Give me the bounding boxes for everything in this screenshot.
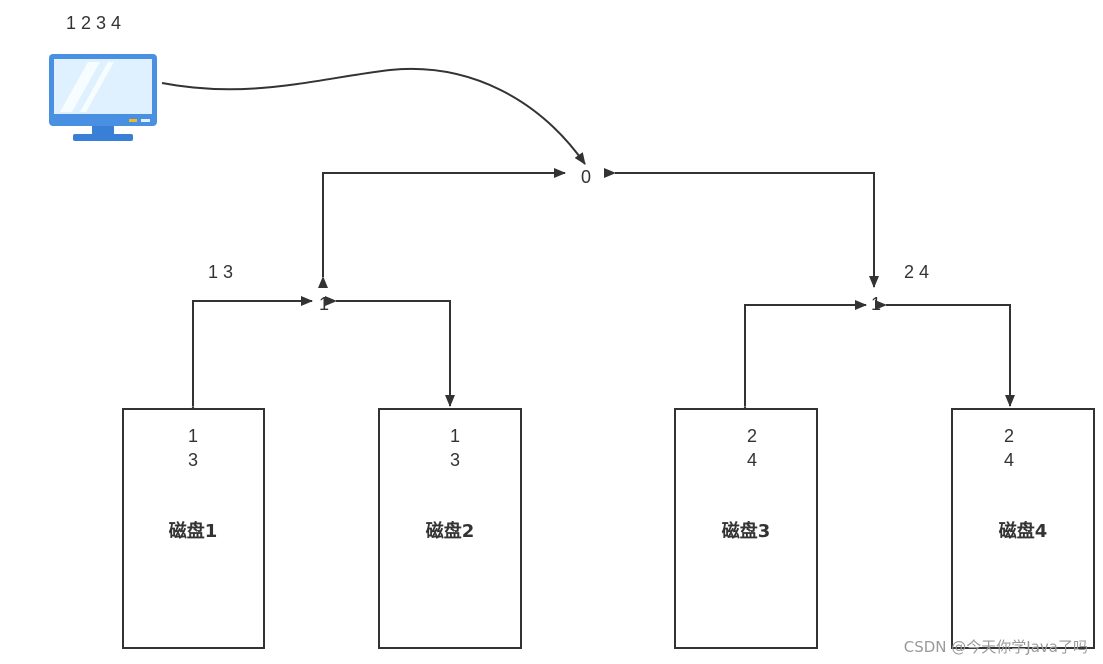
disk-4: 2 4 磁盘4 [951, 408, 1095, 649]
root-node-label: 0 [581, 167, 591, 187]
host-data-label: 1 2 3 4 [66, 13, 121, 33]
disk-3: 2 4 磁盘3 [674, 408, 818, 649]
disk-2-line2: 3 [450, 450, 460, 470]
left-to-disk1-edge [188, 296, 313, 417]
disk-1: 1 3 磁盘1 [122, 408, 265, 649]
disk-2-line1: 1 [450, 426, 460, 446]
right-node-label: 1 [871, 294, 881, 314]
left-to-disk2-edge [325, 296, 455, 407]
disk-3-line2: 4 [747, 450, 757, 470]
disk-2-name: 磁盘2 [426, 520, 475, 542]
disk-4-name: 磁盘4 [999, 520, 1048, 542]
right-to-disk4-edge [875, 300, 1015, 407]
disk-1-line1: 1 [188, 426, 198, 446]
host-to-root-edge [161, 68, 586, 165]
root-left-edge [318, 168, 566, 288]
left-node-label: 1 [319, 294, 329, 314]
disk-2: 1 3 磁盘2 [378, 408, 522, 649]
right-node-annotation: 2 4 [904, 262, 929, 282]
disk-4-line2: 4 [1004, 450, 1014, 470]
disk-1-name: 磁盘1 [169, 520, 218, 542]
disk-3-line1: 2 [747, 426, 757, 446]
root-right-edge [604, 168, 879, 288]
disk-3-name: 磁盘3 [722, 520, 771, 542]
left-node-annotation: 1 3 [208, 262, 233, 282]
watermark-text: CSDN @今天你学Java了吗 [904, 638, 1088, 656]
disk-1-line2: 3 [188, 450, 198, 470]
monitor-icon [49, 54, 157, 141]
disk-4-line1: 2 [1004, 426, 1014, 446]
right-to-disk3-edge [740, 300, 867, 417]
